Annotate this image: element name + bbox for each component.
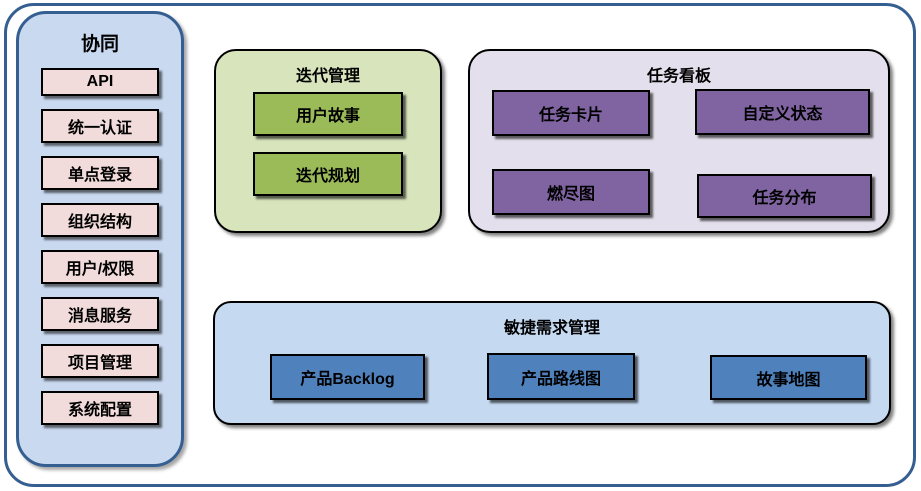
sidebar-item-single-sign-on: 单点登录	[41, 156, 159, 190]
sidebar-item-system-config: 系统配置	[41, 391, 159, 425]
node-task-distribution: 任务分布	[697, 174, 872, 218]
collaboration-item-list: API 统一认证 单点登录 组织结构 用户/权限 消息服务 项目管理 系统配置	[19, 68, 181, 425]
node-task-card: 任务卡片	[492, 90, 650, 136]
sidebar-item-org-structure: 组织结构	[41, 203, 159, 237]
node-user-story: 用户故事	[253, 92, 403, 136]
node-iteration-planning: 迭代规划	[253, 152, 403, 196]
iteration-management-title: 迭代管理	[295, 68, 360, 85]
sidebar-item-user-permissions: 用户/权限	[41, 250, 159, 284]
node-custom-status: 自定义状态	[695, 89, 870, 135]
node-story-map: 故事地图	[710, 355, 867, 400]
panel-iteration-management: 迭代管理 用户故事 迭代规划	[214, 49, 442, 233]
sidebar-item-api: API	[41, 68, 159, 96]
sidebar-item-project-management: 项目管理	[41, 344, 159, 378]
node-product-backlog: 产品Backlog	[270, 354, 425, 400]
collaboration-panel-title: 协同	[80, 34, 119, 55]
task-board-title: 任务看板	[646, 68, 711, 85]
collaboration-sidebar-panel: 协同 API 统一认证 单点登录 组织结构 用户/权限 消息服务 项目管理 系统…	[16, 11, 184, 467]
node-burndown-chart: 燃尽图	[492, 169, 650, 215]
sidebar-item-message-service: 消息服务	[41, 297, 159, 331]
sidebar-item-unified-auth: 统一认证	[41, 109, 159, 143]
node-product-roadmap: 产品路线图	[487, 353, 635, 400]
panel-task-board: 任务看板 任务卡片 自定义状态 燃尽图 任务分布	[468, 49, 890, 233]
panel-agile-requirements: 敏捷需求管理 产品Backlog 产品路线图 故事地图	[213, 301, 891, 425]
agile-requirements-title: 敏捷需求管理	[503, 320, 600, 337]
